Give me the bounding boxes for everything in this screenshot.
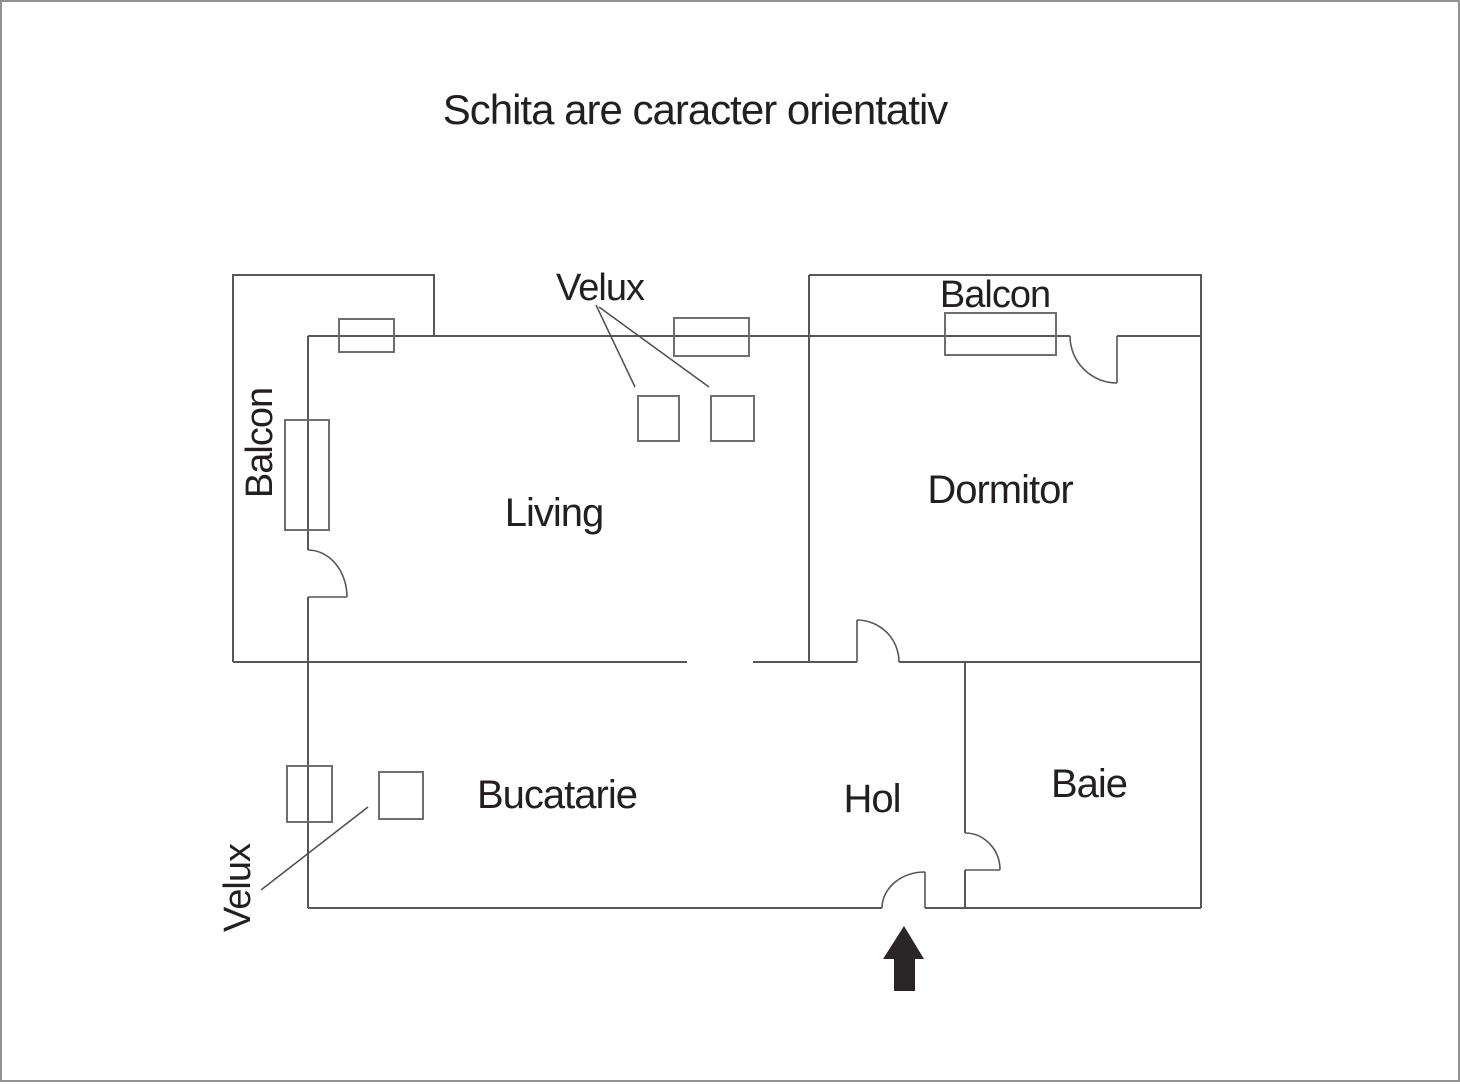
velux-top-leader-1 <box>595 304 636 388</box>
door-entrance <box>881 871 926 909</box>
room-label-dormitor: Dormitor <box>927 468 1073 512</box>
windows <box>284 312 1057 823</box>
room-label-baie: Baie <box>1051 762 1127 806</box>
entrance-arrow-icon <box>883 926 924 991</box>
door-right-balcony <box>1069 335 1118 384</box>
door-left-balcony <box>307 549 348 598</box>
doors <box>307 335 1118 909</box>
leader-lines <box>260 304 710 891</box>
room-label-living: Living <box>505 491 604 535</box>
door-dormitor <box>856 619 900 663</box>
balcony-label-top-right: Balcon <box>940 274 1050 316</box>
left-balcony-wall <box>232 274 435 662</box>
skylight-square-2 <box>710 395 755 442</box>
skylight-square-kitchen <box>378 771 424 820</box>
velux-label-top: Velux <box>556 267 645 309</box>
skylight-square-1 <box>637 395 680 442</box>
window-dormitor-balcony <box>944 312 1057 356</box>
window-velux-roof <box>673 317 750 357</box>
door-baie <box>964 832 1001 871</box>
velux-kitchen-leader <box>260 806 369 891</box>
page-title: Schita are caracter orientativ <box>443 86 949 133</box>
balcony-label-left: Balcon <box>239 388 281 498</box>
window-left-balcony <box>284 419 330 531</box>
velux-top-leader-2 <box>598 306 710 388</box>
window-living-top <box>338 318 395 353</box>
velux-label-kitchen: Velux <box>217 843 259 932</box>
walls <box>232 274 1202 909</box>
room-label-bucatarie: Bucatarie <box>477 773 637 817</box>
room-label-hol: Hol <box>843 777 900 821</box>
window-bucatarie <box>286 765 333 823</box>
labels: Schita are caracter orientativ Living Do… <box>217 86 1128 932</box>
right-outer-wall <box>809 274 1202 908</box>
skylight-squares <box>378 395 755 820</box>
